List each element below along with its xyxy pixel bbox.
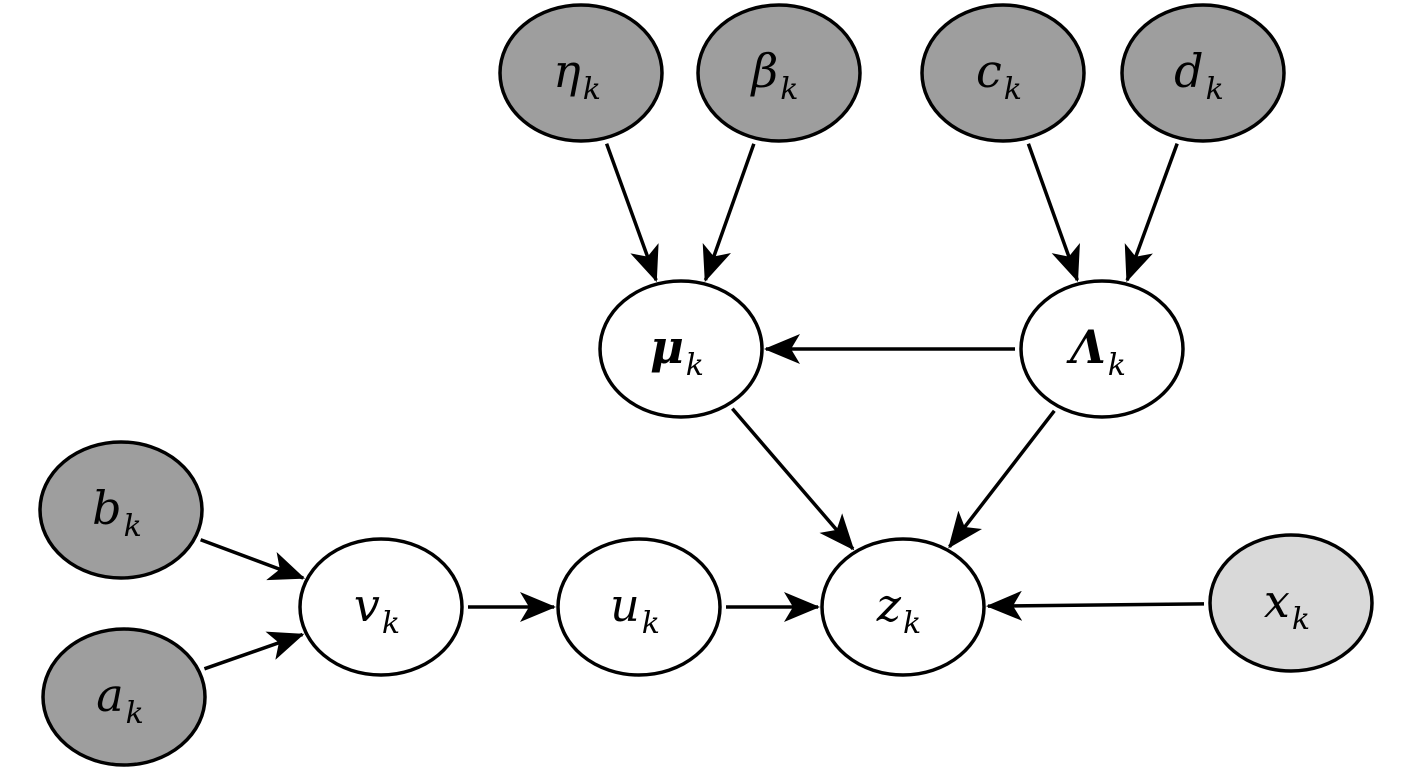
node-v-subscript: k	[382, 606, 400, 641]
node-c-ellipse	[920, 3, 1086, 143]
node-x-ellipse	[1208, 533, 1374, 673]
node-v-label: vk	[354, 578, 400, 641]
node-lambda-label: Λk	[1066, 320, 1126, 383]
node-d: dk	[1120, 3, 1286, 143]
node-mu-label: μk	[650, 320, 704, 383]
edge-c-to-lambda	[1026, 143, 1080, 283]
edge-eta-to-mu	[604, 143, 659, 283]
node-beta: βk	[696, 3, 862, 143]
node-mu: μk	[598, 279, 764, 419]
node-z: zk	[820, 537, 986, 677]
node-b-ellipse	[38, 440, 204, 580]
edge-d-to-lambda	[1124, 143, 1179, 283]
node-c-label: ck	[976, 44, 1022, 107]
edge-mu-to-z	[731, 407, 855, 551]
node-b-label: bk	[92, 481, 142, 544]
node-beta-subscript: k	[780, 72, 798, 107]
node-eta-label: ηk	[553, 44, 601, 107]
node-eta-symbol: η	[553, 44, 581, 98]
node-z-symbol: z	[876, 578, 902, 632]
node-beta-label: βk	[750, 44, 799, 107]
node-c-symbol: c	[976, 44, 1002, 98]
node-d-subscript: k	[1206, 72, 1224, 107]
node-beta-symbol: β	[750, 44, 779, 98]
node-u-label: uk	[610, 578, 660, 641]
node-a-label: ak	[96, 668, 144, 731]
node-c-subscript: k	[1004, 72, 1022, 107]
edge-beta-to-mu	[702, 143, 756, 282]
edge-x-to-z	[985, 590, 1205, 621]
node-v-ellipse	[298, 537, 464, 677]
node-eta-ellipse	[498, 3, 664, 143]
node-beta-ellipse	[696, 3, 862, 143]
node-a-ellipse	[41, 627, 207, 767]
node-lambda-symbol: Λ	[1066, 320, 1106, 374]
node-u-ellipse	[556, 537, 722, 677]
node-lambda-subscript: k	[1108, 348, 1126, 383]
node-lambda-ellipse	[1019, 279, 1185, 419]
edge-a-to-v	[203, 631, 305, 671]
node-d-ellipse	[1120, 3, 1286, 143]
edges-layer	[200, 143, 1205, 671]
node-a-subscript: k	[126, 696, 144, 731]
node-u: uk	[556, 537, 722, 677]
node-mu-subscript: k	[686, 348, 704, 383]
node-v-symbol: v	[354, 578, 380, 632]
node-x: xk	[1208, 533, 1374, 673]
node-eta: ηk	[498, 3, 664, 143]
node-lambda: Λk	[1019, 279, 1185, 419]
node-b-subscript: k	[124, 509, 142, 544]
node-c: ck	[920, 3, 1086, 143]
node-mu-ellipse	[598, 279, 764, 419]
node-u-symbol: u	[610, 578, 640, 632]
node-x-label: xk	[1264, 574, 1310, 637]
node-a-symbol: a	[96, 668, 123, 722]
node-mu-symbol: μ	[650, 320, 684, 374]
node-d-symbol: d	[1174, 44, 1203, 98]
node-eta-subscript: k	[583, 72, 601, 107]
node-v: vk	[298, 537, 464, 677]
edge-b-to-v	[200, 538, 306, 581]
node-x-symbol: x	[1264, 574, 1290, 628]
node-d-label: dk	[1174, 44, 1224, 107]
node-b-symbol: b	[92, 481, 121, 535]
node-u-subscript: k	[642, 606, 660, 641]
node-a: ak	[41, 627, 207, 767]
node-b: bk	[38, 440, 204, 580]
node-z-label: zk	[876, 578, 921, 641]
node-z-subscript: k	[903, 606, 921, 641]
node-x-subscript: k	[1292, 602, 1310, 637]
edge-lambda-to-z	[948, 409, 1056, 549]
node-z-ellipse	[820, 537, 986, 677]
